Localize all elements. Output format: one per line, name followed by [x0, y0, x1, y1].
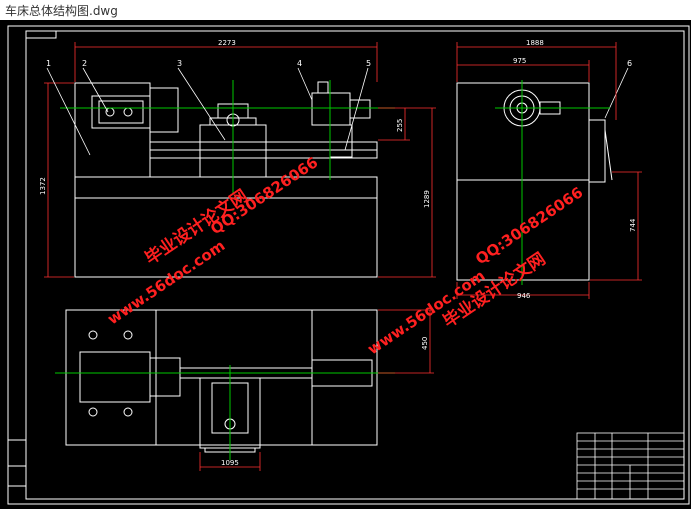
dim-255: 255 [396, 119, 404, 132]
side-view-centerlines [495, 80, 610, 285]
leader-label-4: 4 [297, 59, 302, 68]
dim-450: 450 [421, 337, 429, 350]
window-title: 车床总体结构图.dwg [5, 4, 118, 18]
leader-label-6: 6 [627, 59, 632, 68]
top-view-centerlines [55, 365, 395, 460]
dim-1289: 1289 [423, 190, 431, 208]
leader-label-1: 1 [46, 59, 51, 68]
dim-1095: 1095 [221, 459, 239, 467]
leader-label-5: 5 [366, 59, 371, 68]
dim-975: 975 [513, 57, 526, 65]
leader-label-2: 2 [82, 59, 87, 68]
window-title-bar: 车床总体结构图.dwg [0, 0, 691, 21]
side-view-dimensions [456, 42, 642, 299]
dim-946: 946 [517, 292, 531, 300]
title-block [576, 432, 685, 500]
dim-1372: 1372 [39, 177, 47, 195]
front-view-dimensions [44, 42, 436, 278]
drawing-canvas[interactable]: 2273 1372 1289 255 1 2 3 4 5 6 [0, 20, 691, 509]
top-view-dimensions [199, 309, 434, 471]
dim-1888: 1888 [526, 39, 544, 47]
leader-lines [46, 67, 629, 156]
leader-label-3: 3 [177, 59, 182, 68]
front-view [74, 81, 385, 278]
dim-744: 744 [629, 218, 637, 232]
dim-2273: 2273 [218, 39, 236, 47]
front-view-centerlines [60, 80, 395, 195]
sheet-frame [7, 25, 690, 505]
